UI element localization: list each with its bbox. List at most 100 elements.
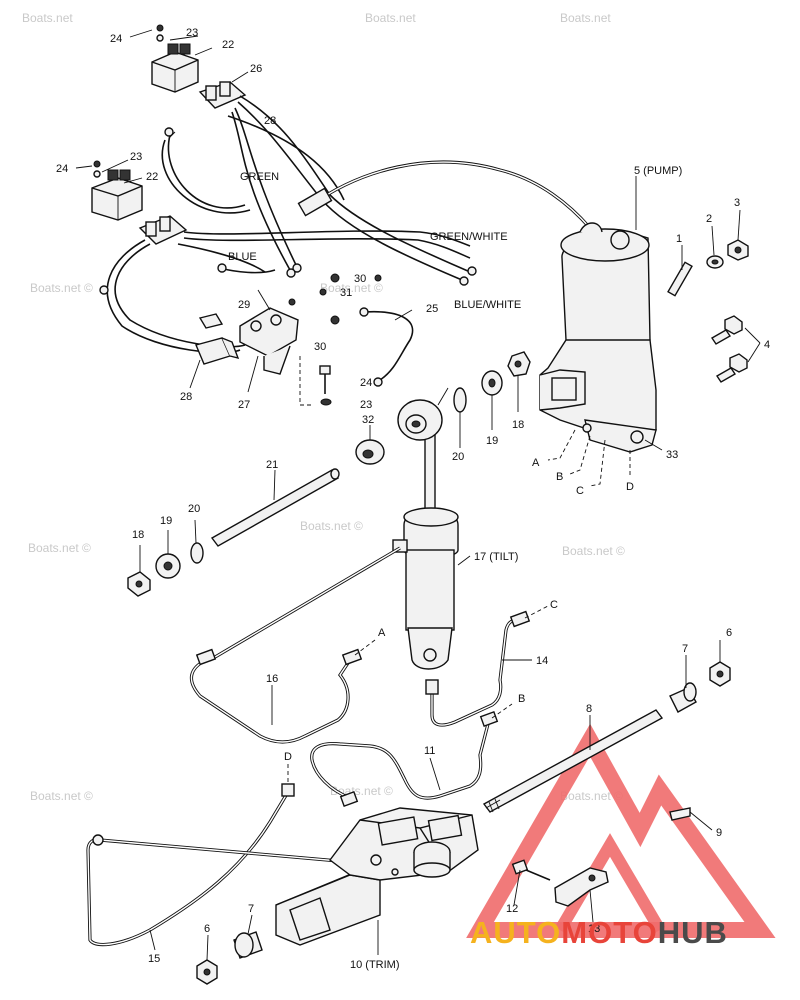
screws-30-31	[288, 273, 382, 325]
label-25: 25	[426, 303, 438, 315]
watermark: Boats.net ©	[330, 784, 393, 798]
tilt-cylinder	[392, 399, 459, 670]
label-19: 19	[160, 515, 172, 527]
trim-rod-8	[482, 709, 664, 813]
leader-lines	[75, 29, 761, 961]
screw-12	[511, 859, 551, 881]
pivot-pin-21	[210, 468, 340, 547]
label-22: 22	[222, 39, 234, 51]
label-24: 24	[56, 163, 68, 175]
label-3: 3	[734, 197, 740, 209]
bushing-32	[355, 439, 385, 465]
label-14: 14	[536, 655, 548, 667]
label-17-tilt: 17 (TILT)	[474, 551, 518, 563]
brand-triangle-mark	[466, 723, 776, 938]
label-28: 28	[180, 391, 192, 403]
label-11: 11	[424, 745, 435, 757]
label-20: 20	[452, 451, 464, 463]
label-4: 4	[764, 339, 770, 351]
bushing-7-lower	[233, 931, 263, 959]
label-23: 23	[130, 151, 142, 163]
port-label-A: A	[532, 457, 540, 469]
label-28: 28	[264, 115, 276, 127]
label-15: 15	[148, 953, 160, 965]
label-8: 8	[586, 703, 592, 715]
label-29: 29	[238, 299, 250, 311]
watermarks: Boats.net Boats.net Boats.net Boats.net …	[22, 11, 625, 803]
anode-13	[554, 867, 609, 907]
label-23: 23	[360, 399, 372, 411]
label-1: 1	[676, 233, 682, 245]
label-18: 18	[512, 419, 524, 431]
label-22: 22	[146, 171, 158, 183]
label-7: 7	[682, 643, 688, 655]
label-9: 9	[716, 827, 722, 839]
bushing-7-upper	[669, 682, 697, 713]
wiring-harness	[99, 95, 592, 354]
watermark: Boats.net ©	[28, 541, 91, 555]
watermark: Boats.net ©	[30, 281, 93, 295]
pump-motor	[539, 222, 657, 453]
nut-6-lower	[196, 959, 218, 985]
pump-ports-dashes	[547, 429, 631, 487]
label-12: 12	[506, 903, 518, 915]
label-27: 27	[238, 399, 250, 411]
label-10-trim: 10 (TRIM)	[350, 959, 400, 971]
label-23: 23	[186, 27, 198, 39]
relay-bracket	[239, 307, 299, 375]
pump-hardware	[667, 239, 749, 383]
label-19: 19	[486, 435, 498, 447]
watermark: Boats.net ©	[560, 789, 623, 803]
nut-6-upper	[709, 661, 731, 687]
screw-24-nut-23	[299, 356, 332, 406]
port-label-B: B	[556, 471, 563, 483]
wire-label-green-white: GREEN/WHITE	[430, 231, 508, 243]
wire-label-blue-white: BLUE/WHITE	[454, 299, 521, 311]
ground-lead-25	[359, 307, 414, 387]
port-label-A: A	[378, 627, 386, 639]
automotohub-logo: AUTOMOTOHUB	[470, 915, 795, 960]
part-labels: 24 23 22 26 24 23 22 28 GREEN GREEN/WHIT…	[56, 27, 770, 971]
label-6: 6	[726, 627, 732, 639]
watermark: Boats.net	[365, 11, 416, 25]
watermark: Boats.net ©	[562, 544, 625, 558]
watermark: Boats.net	[22, 11, 73, 25]
watermark: Boats.net ©	[300, 519, 363, 533]
port-label-B: B	[518, 693, 525, 705]
wire-label-blue: BLUE	[228, 251, 257, 263]
relay-upper	[151, 24, 199, 93]
port-dashes	[287, 605, 549, 782]
port-label-C: C	[550, 599, 558, 611]
pad-29	[198, 313, 224, 329]
logo-part-auto: AUTO	[470, 915, 562, 950]
hydraulic-line-14	[425, 610, 531, 727]
pin-9	[669, 807, 691, 821]
label-16: 16	[266, 673, 278, 685]
hydraulic-line-15	[86, 783, 351, 947]
relay-lower	[91, 160, 143, 221]
hydraulic-line-11	[310, 711, 499, 807]
label-24: 24	[360, 377, 372, 389]
label-18: 18	[132, 529, 144, 541]
watermark: Boats.net ©	[320, 281, 383, 295]
hydraulic-line-16	[189, 546, 401, 744]
label-33: 33	[666, 449, 678, 461]
label-6: 6	[204, 923, 210, 935]
watermark: Boats.net ©	[30, 789, 93, 803]
label-13: 13	[588, 923, 600, 935]
label-5-pump: 5 (PUMP)	[634, 165, 682, 177]
label-20: 20	[188, 503, 200, 515]
watermark: Boats.net	[560, 11, 611, 25]
label-26: 26	[250, 63, 262, 75]
label-24: 24	[110, 33, 122, 45]
logo-part-moto: MOTO	[561, 915, 658, 950]
logo-part-hub: HUB	[657, 915, 728, 950]
label-30: 30	[314, 341, 326, 353]
label-30: 30	[354, 273, 366, 285]
port-label-D: D	[284, 751, 292, 763]
port-label-D: D	[626, 481, 634, 493]
harness-connector-upper	[198, 81, 247, 109]
label-21: 21	[266, 459, 278, 471]
washers-18-19-20-lower	[127, 542, 204, 597]
